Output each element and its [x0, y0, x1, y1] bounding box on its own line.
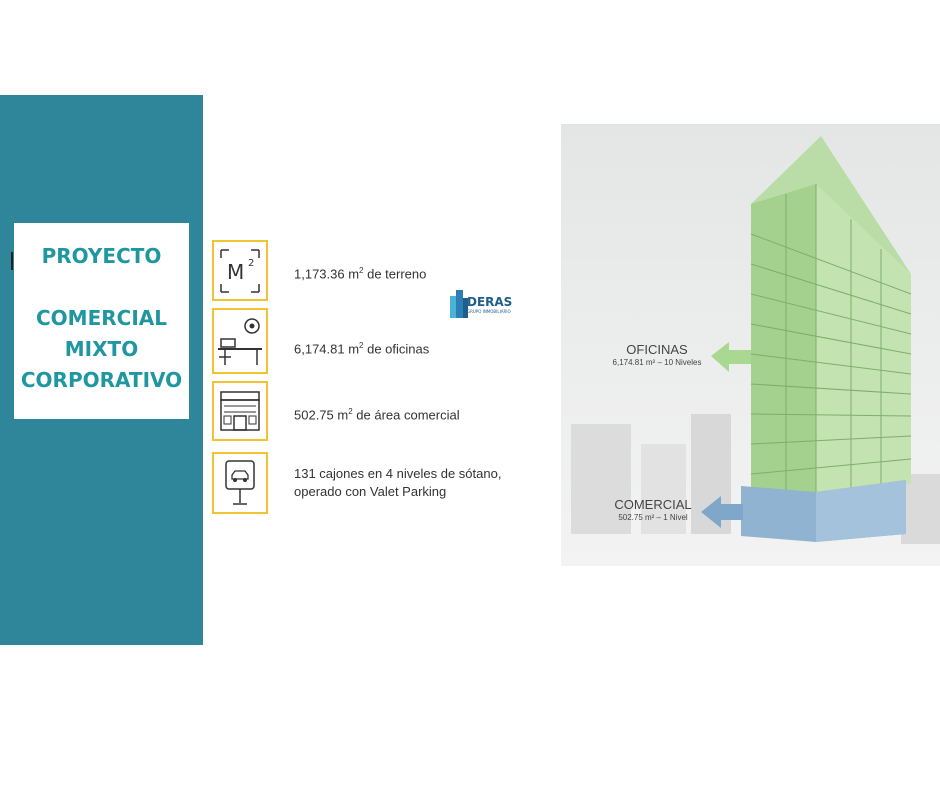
logo-name: DERAS: [467, 295, 513, 309]
oficinas-label: OFICINAS: [626, 342, 688, 357]
m2-letter: M: [227, 260, 244, 284]
title-line-3: MIXTO: [64, 337, 139, 361]
m2-area-icon: M 2: [212, 240, 268, 301]
comercial-label: COMERCIAL: [614, 497, 692, 512]
office-desk-icon: [212, 308, 268, 374]
deras-logo: [450, 290, 468, 318]
oficinas-arrow: [711, 342, 751, 372]
marker: [11, 252, 13, 270]
feature-commercial: 502.75 m2 de área comercial: [294, 407, 460, 423]
feature-land: 1,173.36 m2 de terreno: [294, 266, 427, 282]
parking-sign-icon: [212, 452, 268, 514]
storefront-icon: [212, 381, 268, 441]
title-line-4: CORPORATIVO: [20, 368, 183, 392]
title-card: PROYECTO COMERCIAL MIXTO CORPORATIVO: [14, 223, 189, 419]
title-line-1: PROYECTO: [41, 244, 162, 268]
comercial-arrow: [701, 496, 743, 528]
m2-sup: 2: [248, 258, 254, 269]
feature-offices: 6,174.81 m2 de oficinas: [294, 341, 430, 357]
oficinas-detail: 6,174.81 m² – 10 Niveles: [612, 358, 702, 367]
feature-parking: 131 cajones en 4 niveles de sótano, oper…: [294, 466, 502, 499]
title-line-2: COMERCIAL: [36, 306, 167, 330]
logo-tagline: GRUPO INMOBILIARIO: [467, 309, 511, 314]
comercial-detail: 502.75 m² – 1 Nivel: [618, 513, 688, 522]
building-rendering: [561, 124, 940, 566]
